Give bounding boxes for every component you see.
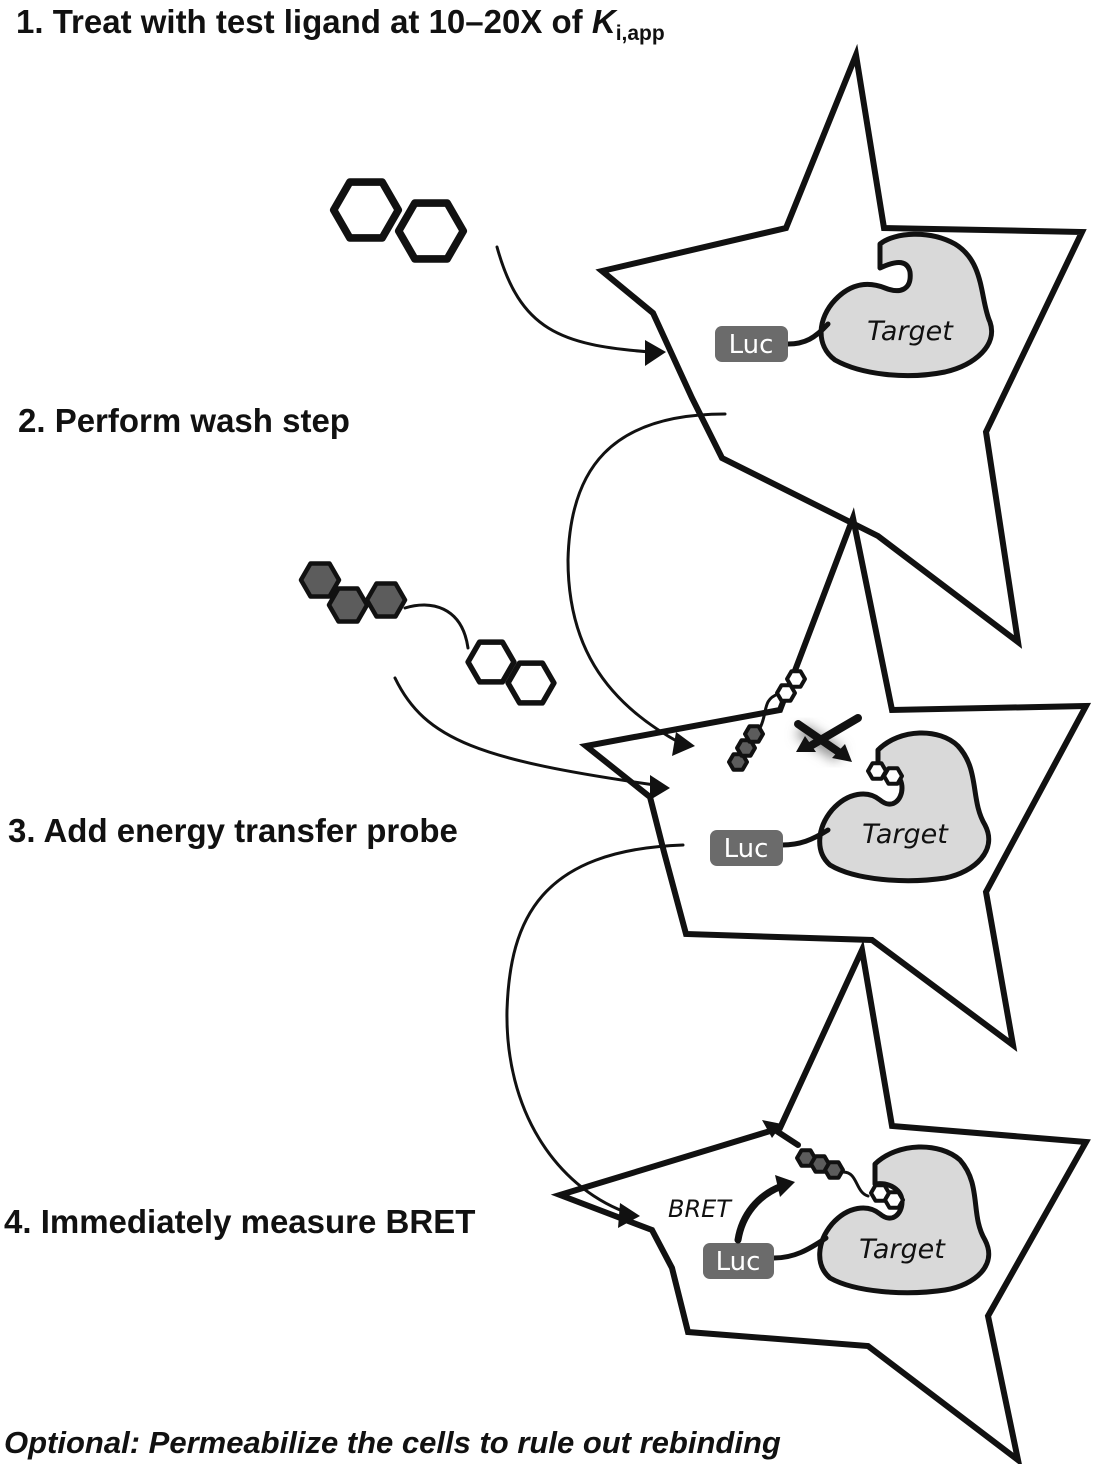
cell-2-target-protein [817, 730, 992, 884]
arrow-wash-cell1-to-cell2 [566, 412, 727, 756]
cell-3-emission-arrow-icon [762, 1120, 801, 1148]
cell-3-bound-probe [795, 1148, 905, 1210]
cell-3-bret-arrow-icon [734, 1175, 795, 1244]
test-ligand-icon [334, 182, 464, 259]
cell-3-membrane [550, 939, 1091, 1464]
cell-3-target-protein [817, 1144, 992, 1296]
cell-1: Luc Target [595, 43, 1087, 649]
cell-1-target-protein [818, 231, 994, 379]
cell-1-luc-box [715, 326, 788, 362]
cell-2-exchange-arrows-icon [794, 714, 862, 762]
cell-2-luc-label: Luc [724, 834, 769, 864]
optional-footnote: Optional: Permeabilize the cells to rule… [4, 1425, 781, 1460]
cell-3-luc-label: Luc [716, 1247, 761, 1277]
cell-1-target-label: Target [867, 316, 954, 347]
cell-2-target-label: Target [862, 819, 949, 850]
step-2-label: 2. Perform wash step [18, 402, 350, 439]
cell-3-tether [771, 1235, 829, 1261]
energy-transfer-probe-icon [301, 564, 554, 703]
cell-2-bound-test-ligand [866, 761, 904, 786]
cell-1-luc-label: Luc [729, 330, 774, 360]
cell-2: Luc Target [578, 507, 1092, 1052]
cell-2-probe-small [727, 669, 807, 772]
step-3-label: 3. Add energy transfer probe [8, 812, 458, 849]
cell-1-tether [785, 321, 831, 347]
cell-2-luc-box [710, 830, 783, 866]
cell-3-target-label: Target [859, 1234, 946, 1265]
cell-3-bret-label: BRET [668, 1195, 733, 1223]
arrow-probe-to-cell2 [393, 676, 670, 800]
step-1-label: 1. Treat with test ligand at 10–20X of K… [16, 3, 665, 45]
cell-2-tether [779, 827, 831, 848]
arrow-cell2-to-cell3 [505, 843, 685, 1228]
arrow-ligand-to-cell1 [495, 245, 666, 366]
cell-2-membrane [578, 507, 1092, 1052]
cell-3-luc-box [703, 1243, 774, 1279]
cell-3: Luc Target BRET [550, 939, 1091, 1464]
step-4-label: 4. Immediately measure BRET [4, 1203, 475, 1240]
